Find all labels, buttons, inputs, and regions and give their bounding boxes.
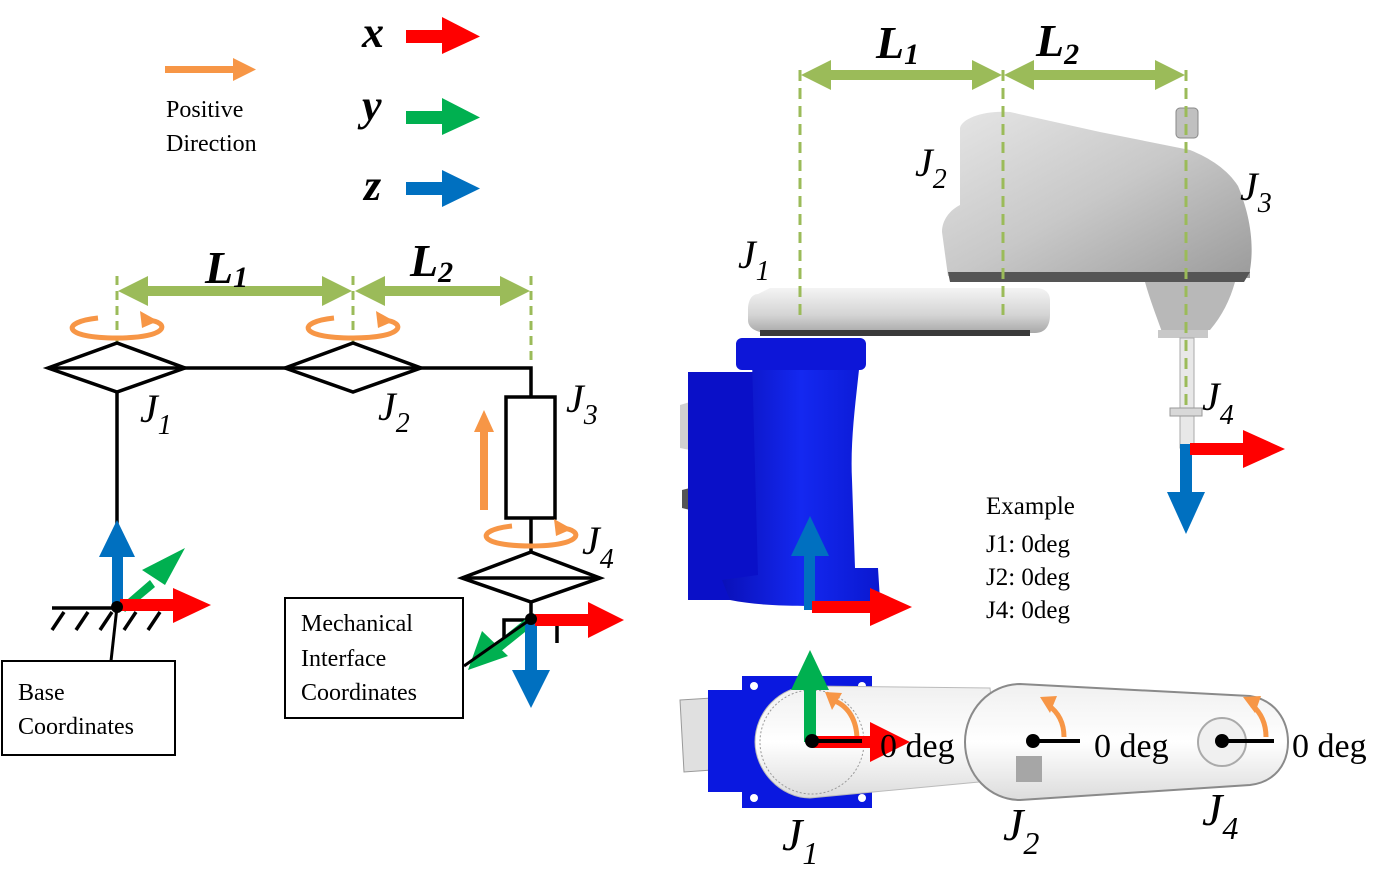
top-j4-rotation-arrow-icon — [1243, 696, 1269, 738]
example-line-j2: J2: 0deg — [986, 564, 1071, 591]
example-line-j4: J4: 0deg — [986, 597, 1071, 624]
z-axis-label: z — [362, 161, 381, 210]
base-callout-line — [109, 606, 119, 662]
example-joint-angles: Example J1: 0deg J2: 0deg J4: 0deg — [986, 493, 1075, 624]
robot-link1-seam — [760, 330, 1030, 336]
top-j4-label: J4 — [1202, 784, 1238, 846]
base-frame-z-arrow-icon — [99, 520, 135, 607]
example-title: Example — [986, 493, 1075, 520]
top-j1-y-arrow-icon — [791, 650, 829, 742]
positive-direction-arrow-icon — [165, 58, 256, 81]
top-j2-angle-label: 0 deg — [1094, 728, 1169, 765]
top-j1-center-dot — [805, 734, 819, 748]
top-j1-rotation-arrow-icon — [825, 692, 860, 741]
top-j4-center-dot — [1215, 734, 1229, 748]
side-base-x-arrow-icon — [812, 588, 912, 626]
x-axis-arrow-icon — [406, 17, 480, 54]
y-axis-label: y — [357, 81, 382, 130]
ground-hatch-icon — [50, 606, 162, 631]
side-l1-label: L1 — [875, 17, 919, 71]
schematic-joint-j3 — [504, 395, 557, 520]
top-j4-angle-label: 0 deg — [1292, 728, 1367, 765]
kinematic-schematic: L1 L2 J1 J2 J3 — [1, 235, 624, 756]
l1-dimension-arrow-icon — [118, 276, 352, 306]
mech-frame-z-arrow-icon — [512, 622, 550, 708]
side-j2-label: J2 — [915, 140, 947, 195]
svg-text:Coordinates: Coordinates — [18, 714, 134, 740]
schematic-j2-label: J2 — [378, 384, 410, 439]
z-axis-arrow-icon — [406, 170, 480, 207]
j2-rotation-arrow-icon — [305, 311, 401, 341]
top-link2-cover — [1016, 756, 1042, 782]
schematic-l2-label: L2 — [409, 235, 453, 289]
side-l1-dimension-arrow-icon — [801, 60, 1002, 90]
top-j2-center-dot — [1026, 734, 1040, 748]
top-j1-label: J1 — [782, 809, 818, 871]
svg-text:Base: Base — [18, 680, 65, 706]
top-j2-rotation-arrow-icon — [1040, 696, 1067, 738]
top-j2-label: J2 — [1003, 799, 1039, 861]
robot-base-body — [680, 338, 880, 606]
schematic-dimension-lines: L1 L2 — [115, 235, 533, 366]
schematic-joint-j4 — [456, 550, 606, 604]
y-axis-arrow-icon — [406, 98, 480, 135]
side-tool-x-arrow-icon — [1190, 430, 1285, 468]
positive-direction-label-line2: Direction — [166, 131, 257, 157]
x-axis-label: x — [361, 8, 384, 57]
robot-side-view: L1 L2 J1 J2 J3 J4 — [680, 15, 1285, 626]
example-line-j1: J1: 0deg — [986, 531, 1071, 558]
side-base-z-arrow-icon — [791, 516, 829, 610]
j4-rotation-arrow-icon — [483, 519, 579, 549]
schematic-link2 — [421, 366, 533, 397]
side-l2-dimension-arrow-icon — [1004, 60, 1185, 90]
robot-link2-nose — [1145, 282, 1235, 332]
positive-direction-label-line1: Positive — [166, 97, 243, 123]
side-tool-z-arrow-icon — [1167, 444, 1205, 534]
j3-translation-arrow-icon — [474, 410, 494, 510]
top-link2 — [963, 682, 1290, 802]
mech-callout-line — [463, 617, 532, 668]
side-j3-label: J3 — [1240, 164, 1272, 219]
schematic-joint-j1 — [42, 341, 191, 394]
side-l2-label: L2 — [1035, 15, 1079, 71]
base-frame-x-arrow-icon — [120, 588, 211, 623]
robot-spline-shaft — [1179, 337, 1195, 449]
svg-text:Interface: Interface — [301, 646, 386, 672]
svg-text:Mechanical: Mechanical — [301, 611, 413, 637]
mechanical-interface-coordinates-box: Mechanical Interface Coordinates — [284, 597, 464, 719]
schematic-joint-j2 — [279, 341, 427, 394]
top-j1-angle-label: 0 deg — [880, 728, 955, 765]
robot-top-view: 0 deg 0 deg 0 deg J1 J2 J4 — [679, 650, 1367, 871]
svg-text:Coordinates: Coordinates — [301, 680, 417, 706]
schematic-j3-label: J3 — [566, 376, 598, 431]
schematic-j1-label: J1 — [140, 386, 172, 441]
mech-frame-x-arrow-icon — [535, 602, 624, 638]
j1-rotation-arrow-icon — [69, 311, 165, 341]
legend: Positive Direction x y z — [165, 8, 480, 210]
side-j1-label: J1 — [738, 232, 770, 287]
schematic-l1-label: L1 — [204, 242, 248, 294]
robot-link1-arm — [748, 288, 1050, 333]
robot-link2-housing — [942, 111, 1252, 283]
l2-dimension-arrow-icon — [355, 276, 530, 306]
schematic-j4-label: J4 — [582, 518, 614, 575]
base-coordinates-box: Base Coordinates — [1, 660, 176, 756]
robot-link2-seam — [948, 272, 1250, 282]
side-j4-label: J4 — [1202, 374, 1234, 431]
